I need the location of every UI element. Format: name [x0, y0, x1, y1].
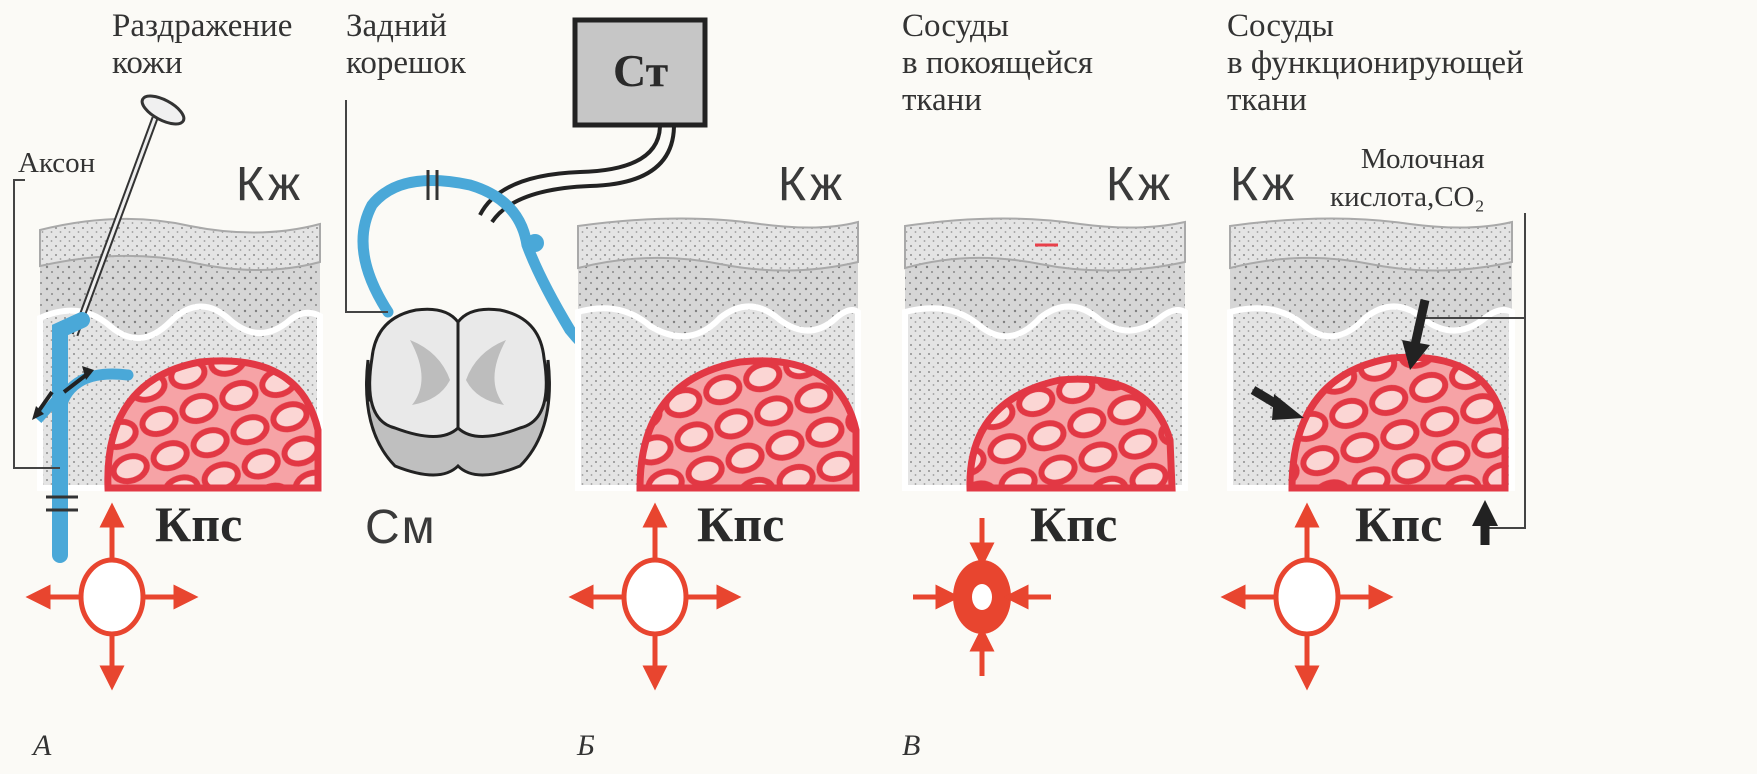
spinal-cord	[367, 309, 550, 475]
skin-irritation-label: Раздражение кожи	[112, 8, 292, 82]
panel-letter-b: Б	[577, 727, 595, 764]
skin-label: Кж	[1230, 160, 1298, 210]
stimulator-label: Ст	[613, 44, 668, 98]
panel-letter-a: А	[33, 727, 51, 764]
spinal-cord-label: См	[365, 503, 437, 553]
vessels-rest-label: Сосуды в покоящейся ткани	[902, 8, 1093, 119]
lactic-acid-label: Молочная кислота,CO₂	[1330, 140, 1485, 216]
dorsal-root-label: Задний корешок	[346, 8, 466, 82]
panel-letter-v: В	[902, 727, 920, 764]
vessels-active-label: Сосуды в функционирующей ткани	[1227, 8, 1524, 119]
capillary-network-label: Кпс	[697, 497, 784, 551]
stimulator-box	[480, 20, 705, 222]
capillary-network-label: Кпс	[1030, 497, 1117, 551]
panel-v	[905, 218, 1185, 676]
capillary-network-label: Кпс	[155, 497, 242, 551]
panel-g	[1230, 213, 1525, 678]
axon-label: Аксон	[18, 145, 95, 182]
capillary-network-label: Кпс	[1355, 497, 1442, 551]
skin-label: Кж	[778, 160, 846, 210]
skin-label: Кж	[1106, 160, 1174, 210]
skin-label: Кж	[236, 160, 304, 210]
panel-b	[578, 218, 858, 678]
